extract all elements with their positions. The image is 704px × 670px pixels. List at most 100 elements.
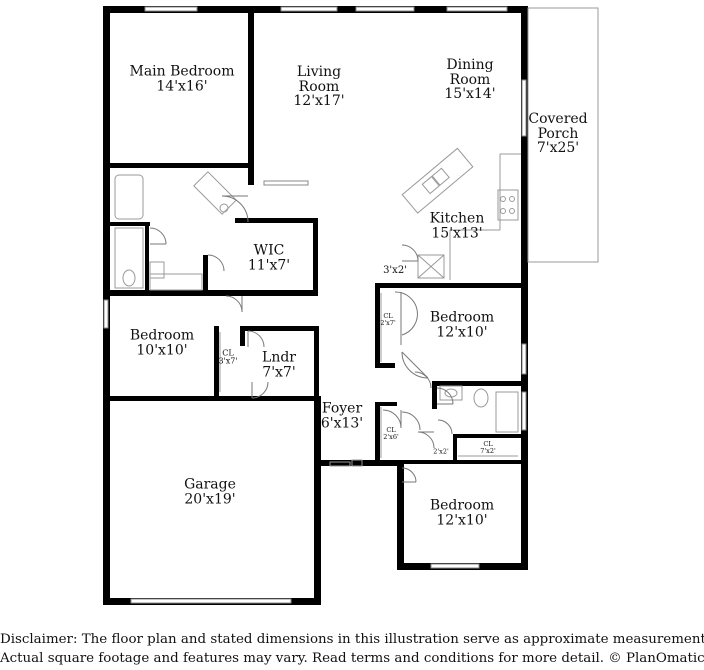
window — [430, 563, 480, 569]
room-closet-foyer: CL 2'x6' — [383, 427, 399, 441]
room-dims: 12'x10' — [436, 324, 488, 340]
room-closet-south: CL 7'x2' — [480, 441, 496, 455]
room-name: Bedroom — [129, 327, 195, 344]
covered-porch-outline — [527, 7, 599, 263]
room-dims: 10'x10' — [136, 342, 188, 358]
room-dims: 6'x13' — [320, 415, 364, 431]
window — [144, 6, 198, 12]
wall-bath2-north — [432, 381, 528, 386]
wall-bath-mid — [145, 222, 149, 294]
wall-closet-west — [214, 326, 219, 398]
fixtures — [114, 7, 599, 467]
range — [497, 189, 519, 221]
room-dims: 20'x19' — [184, 491, 236, 507]
room-foyer: Foyer 6'x13' — [321, 401, 363, 430]
room-dims: 2'x7' — [380, 319, 396, 327]
room-dims: 7'x25' — [536, 140, 580, 157]
room-dims: 2'x6' — [383, 433, 399, 441]
window — [280, 6, 338, 12]
window — [446, 6, 508, 12]
wall-garage-east — [314, 398, 321, 605]
room-name: Lndr — [262, 349, 296, 366]
room-dims: 3'x2' — [383, 264, 407, 276]
window — [521, 391, 527, 431]
wall-bedroom-south-north — [404, 460, 521, 464]
room-name: CL — [383, 312, 393, 321]
wall-foyer-closet-west — [375, 402, 380, 465]
wall-main-bedroom-south — [110, 163, 248, 168]
tub — [114, 174, 144, 220]
disclaimer-line-1: Disclaimer: The floor plan and stated di… — [0, 632, 704, 647]
room-name: Main Bedroom — [129, 63, 235, 80]
wall-bath-south — [110, 290, 318, 296]
wall-bath2-west — [432, 381, 437, 409]
room-name: Living Room — [296, 63, 342, 95]
room-living-room: Living Room 12'x17' — [289, 65, 349, 109]
tub-2 — [495, 391, 519, 433]
door-swings — [149, 195, 454, 483]
wall-bedroom-south-west — [397, 460, 404, 570]
wall-garage-north — [110, 396, 321, 401]
room-name: Garage — [184, 476, 236, 493]
wall-closet-east-west — [375, 283, 380, 368]
room-name: CL — [483, 440, 493, 449]
room-dims: 14'x16' — [156, 78, 208, 94]
room-name: Covered Porch — [528, 110, 588, 142]
wall-living-west — [248, 10, 254, 185]
wall-wic-door — [203, 255, 208, 293]
room-closet-east: CL 2'x7' — [380, 313, 396, 327]
wall-wic-east — [313, 218, 318, 293]
disclaimer-line-2: Actual square footage and features may v… — [0, 651, 704, 666]
wall-laundry-east — [314, 326, 319, 401]
room-name: CL — [386, 426, 396, 435]
room-covered-porch: Covered Porch 7'x25' — [527, 112, 589, 156]
porch-door — [521, 79, 527, 137]
room-garage: Garage 20'x19' — [184, 477, 236, 506]
room-dims: 11'x7' — [247, 257, 291, 273]
windows — [103, 6, 527, 604]
floor-plan: Main Bedroom 14'x16' Living Room 12'x17'… — [103, 6, 599, 605]
room-name: Foyer — [321, 400, 363, 417]
floor-plan-drawing — [103, 6, 599, 605]
kitchen-island — [401, 147, 474, 214]
room-dims: 3'x7' — [218, 357, 238, 366]
wall-bath-north — [110, 222, 150, 226]
room-closet-west: CL 3'x7' — [218, 349, 238, 367]
room-name: Bedroom — [429, 497, 495, 514]
garage-door — [130, 598, 292, 604]
room-bedroom-east: Bedroom 12'x10' — [430, 310, 494, 339]
room-name: Kitchen — [429, 210, 485, 227]
room-dims: 7'x7' — [262, 364, 296, 380]
room-name: Bedroom — [429, 309, 495, 326]
room-pantry: 3'x2' — [383, 264, 407, 277]
room-main-bedroom: Main Bedroom 14'x16' — [130, 64, 235, 93]
room-name: WIC — [253, 242, 285, 259]
room-dims: 2'x2' — [433, 447, 449, 456]
wall-laundry-west — [240, 326, 245, 346]
window — [103, 299, 109, 329]
wall-bedroom-east-north — [375, 283, 528, 288]
window — [355, 6, 415, 12]
room-name: Dining Room — [446, 56, 494, 88]
shower — [114, 227, 144, 289]
wall-bath2-south — [453, 434, 528, 438]
wall-laundry-north — [240, 326, 318, 331]
wall-wic-north — [235, 218, 318, 223]
room-laundry: Lndr 7'x7' — [262, 350, 296, 379]
pantry — [417, 254, 445, 279]
disclaimer: Disclaimer: The floor plan and stated di… — [0, 630, 704, 668]
room-dining-room: Dining Room 15'x14' — [440, 58, 500, 102]
room-dims: 15'x13' — [431, 225, 483, 241]
room-dims: 12'x10' — [436, 512, 488, 528]
room-closet-linen: 2'x2' — [433, 447, 449, 456]
room-kitchen: Kitchen 15'x13' — [430, 211, 485, 240]
room-dims: 15'x14' — [444, 86, 496, 103]
window — [263, 180, 309, 186]
wall-closet-south-west — [453, 434, 457, 464]
wall-closet-east-south — [375, 363, 395, 368]
wall-foyer-closet-north — [375, 402, 397, 406]
room-bedroom-south: Bedroom 12'x10' — [430, 498, 494, 527]
room-bedroom-west: Bedroom 10'x10' — [130, 328, 194, 357]
room-dims: 12'x17' — [293, 93, 345, 110]
room-wic: WIC 11'x7' — [248, 243, 290, 272]
